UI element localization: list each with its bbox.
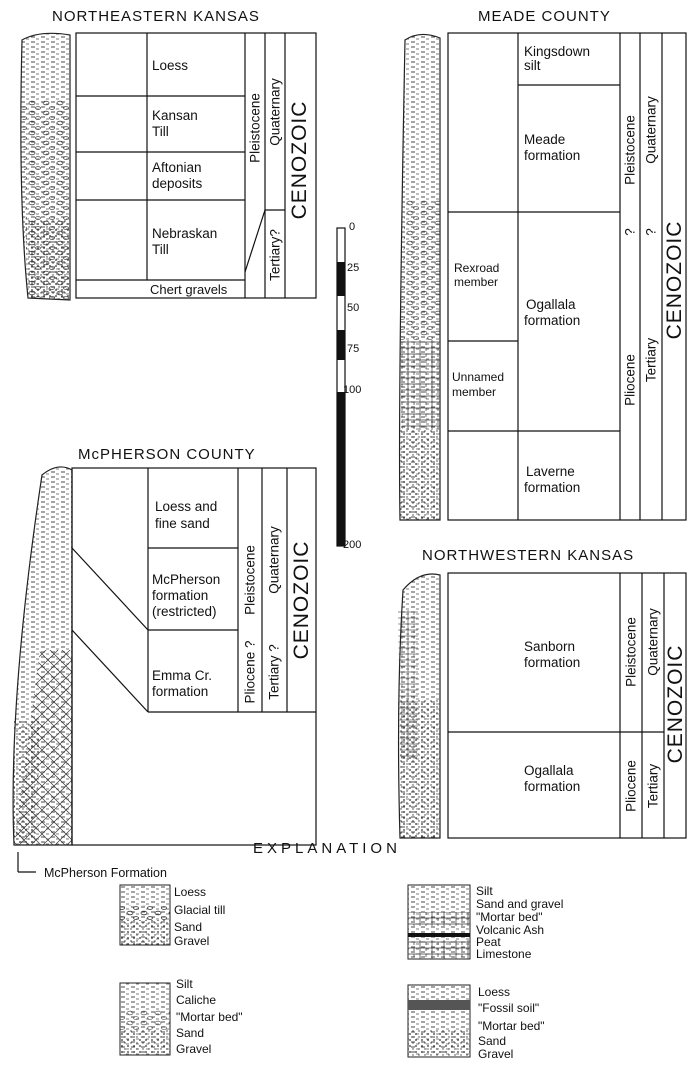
meade-unit-laverne-formation: formation — [524, 480, 581, 495]
nw-period-quaternary: Quaternary — [645, 608, 661, 676]
mc-unit-restricted: (restricted) — [152, 604, 217, 619]
legend4-loess: Loess — [478, 985, 511, 999]
explanation-title: EXPLANATION — [253, 840, 401, 857]
legend4-sand: Sand — [478, 1034, 507, 1048]
meade-period-question: ? — [643, 228, 659, 236]
legend3-silt: Silt — [176, 977, 193, 991]
nw-lithology-column — [397, 573, 441, 839]
meade-unit-ogallala-formation: formation — [524, 313, 581, 328]
legend1-loess: Loess — [174, 885, 207, 899]
legend-column-3 — [119, 982, 171, 1056]
legend1-glacial-till: Glacial till — [174, 903, 226, 917]
legend4-gravel: Gravel — [478, 1047, 514, 1061]
meade-lithology-column — [398, 33, 441, 521]
mc-epoch-pliocene: Pliocene ? — [242, 640, 258, 704]
meade-epoch-question: ? — [622, 228, 638, 236]
ne-title: NORTHEASTERN KANSAS — [52, 8, 260, 25]
mc-era-cenozoic: CENOZOIC — [290, 540, 313, 660]
meade-unit-meade: Meade — [524, 132, 566, 147]
ne-era-cenozoic: CENOZOIC — [288, 100, 311, 220]
ne-table-lines — [75, 32, 317, 299]
scale-tick-200: 200 — [343, 539, 362, 551]
nw-epoch-pliocene: Pliocene — [623, 760, 639, 812]
mc-title: McPHERSON COUNTY — [78, 446, 256, 463]
meade-member-unnamed: Unnamed — [452, 370, 505, 384]
nw-unit-sanborn: Sanborn — [524, 639, 576, 654]
mc-unit-mcpherson: McPherson — [152, 572, 221, 587]
mc-table-lines — [17, 467, 317, 873]
mc-footnote: McPherson Formation — [44, 866, 167, 880]
legend3-caliche: Caliche — [176, 993, 217, 1007]
mc-lithology-column — [12, 466, 73, 846]
legend-column-1 — [119, 884, 171, 946]
ne-unit-kansan: Kansan — [152, 108, 198, 123]
scale-bar — [336, 227, 346, 547]
mc-unit-emma: Emma Cr. — [152, 668, 213, 683]
meade-member-rexroad: Rexroad — [454, 261, 500, 275]
scale-tick-25: 25 — [347, 262, 360, 274]
meade-member-rexroad-member: member — [454, 275, 499, 289]
legend2-mortar-bed: "Mortar bed" — [476, 910, 543, 924]
meade-era-cenozoic: CENOZOIC — [663, 220, 686, 340]
legend2-silt: Silt — [476, 884, 493, 898]
legend4-fossil-soil: "Fossil soil" — [478, 1001, 540, 1015]
mc-period-quaternary: Quaternary — [266, 526, 282, 594]
ne-unit-loess: Loess — [152, 58, 189, 73]
nw-unit-ogallala-formation: formation — [524, 779, 581, 794]
meade-period-quaternary: Quaternary — [643, 96, 659, 164]
meade-member-unnamed-member: member — [452, 385, 497, 399]
legend-column-4 — [407, 984, 471, 1058]
mc-unit-emma-formation: formation — [152, 684, 209, 699]
scale-tick-100: 100 — [343, 384, 362, 396]
nw-epoch-pleistocene: Pleistocene — [623, 617, 639, 687]
ne-unit-kansan-till: Till — [152, 124, 169, 139]
ne-period-tertiary: Tertiary? — [267, 229, 283, 281]
meade-unit-meade-formation: formation — [524, 148, 581, 163]
meade-unit-laverne: Laverne — [526, 464, 575, 479]
legend2-limestone: Limestone — [476, 947, 532, 961]
scale-tick-75: 75 — [347, 343, 360, 355]
legend2-sand-gravel: Sand and gravel — [476, 897, 564, 911]
legend3-mortar-bed: "Mortar bed" — [176, 1010, 243, 1024]
ne-period-quaternary: Quaternary — [267, 78, 283, 146]
legend2-peat: Peat — [476, 935, 501, 949]
nw-title: NORTHWESTERN KANSAS — [422, 547, 635, 564]
ne-unit-nebraskan: Nebraskan — [152, 226, 218, 241]
meade-epoch-pleistocene: Pleistocene — [622, 115, 638, 185]
legend1-gravel: Gravel — [174, 934, 210, 948]
ne-unit-aftonian-deposits: deposits — [152, 176, 203, 191]
nw-table-lines — [447, 572, 687, 839]
nw-unit-ogallala: Ogallala — [524, 763, 574, 778]
legend-column-2 — [407, 884, 471, 960]
nw-era-cenozoic: CENOZOIC — [664, 644, 687, 764]
meade-title: MEADE COUNTY — [478, 8, 611, 25]
legend1-sand: Sand — [174, 920, 203, 934]
mc-unit-fine-sand: fine sand — [155, 516, 210, 531]
meade-unit-kingsdown-silt: silt — [524, 58, 541, 73]
ne-lithology-column — [20, 32, 71, 301]
nw-period-tertiary: Tertiary — [645, 763, 661, 809]
meade-unit-kingsdown: Kingsdown — [524, 44, 591, 59]
mc-period-tertiary: Tertiary ? — [266, 644, 282, 700]
legend3-sand: Sand — [176, 1026, 205, 1040]
ne-epoch-pleistocene: Pleistocene — [247, 93, 263, 163]
meade-unit-ogallala: Ogallala — [526, 297, 576, 312]
ne-unit-nebraskan-till: Till — [152, 242, 169, 257]
mc-unit-loess: Loess and — [155, 499, 218, 514]
mc-epoch-pleistocene: Pleistocene — [242, 545, 258, 615]
meade-period-tertiary: Tertiary — [643, 337, 659, 383]
meade-epoch-pliocene: Pliocene — [622, 354, 638, 406]
legend4-mortar-bed: "Mortar bed" — [478, 1019, 545, 1033]
ne-unit-chert-gravels: Chert gravels — [150, 282, 228, 297]
legend2-volcanic-ash: Volcanic Ash — [476, 923, 545, 937]
ne-unit-aftonian: Aftonian — [152, 160, 202, 175]
scale-tick-0: 0 — [349, 221, 356, 233]
legend3-gravel: Gravel — [176, 1042, 212, 1056]
scale-tick-50: 50 — [347, 302, 360, 314]
meade-table-lines — [447, 32, 687, 521]
mc-unit-mcpherson-formation: formation — [152, 588, 209, 603]
nw-unit-sanborn-formation: formation — [524, 655, 581, 670]
